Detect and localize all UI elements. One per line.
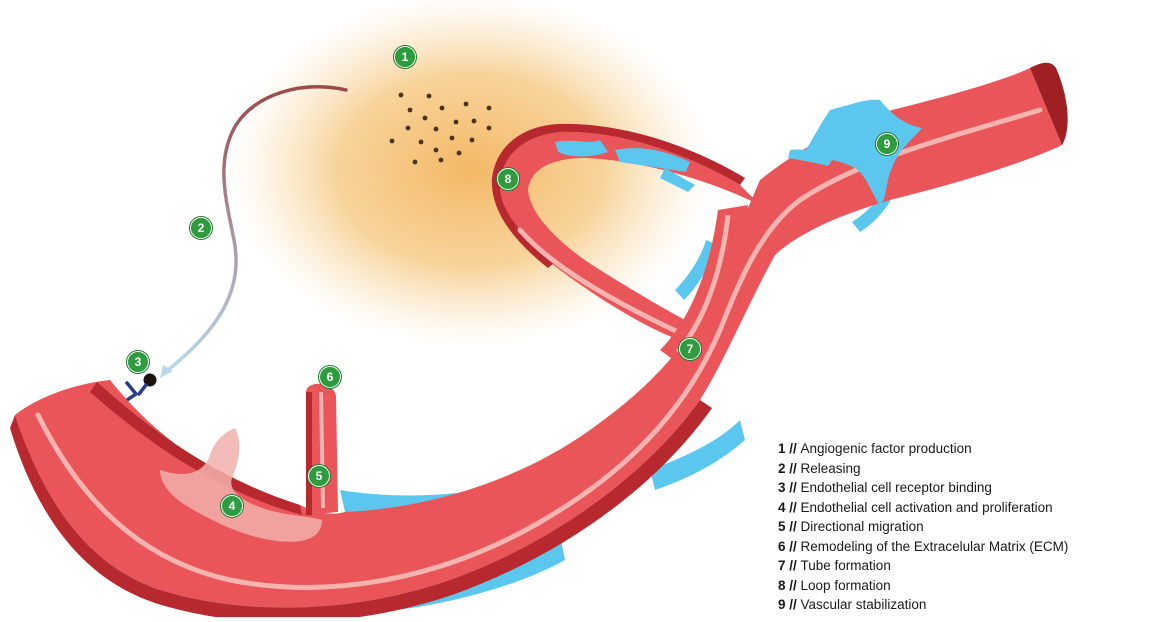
- marker-1: 1: [394, 46, 416, 68]
- legend-number: 3: [778, 480, 786, 495]
- marker-9: 9: [876, 133, 898, 155]
- legend-separator: //: [786, 597, 801, 612]
- legend-label: Angiogenic factor production: [801, 441, 972, 456]
- legend-item-4: 4 // Endothelial cell activation and pro…: [778, 498, 1146, 518]
- legend-label: Endothelial cell receptor binding: [801, 480, 992, 495]
- legend-number: 5: [778, 519, 786, 534]
- legend-separator: //: [786, 558, 801, 573]
- legend-item-3: 3 // Endothelial cell receptor binding: [778, 478, 1146, 498]
- marker-3: 3: [127, 351, 149, 373]
- legend-item-8: 8 // Loop formation: [778, 576, 1146, 596]
- legend-label: Vascular stabilization: [801, 597, 927, 612]
- legend-number: 2: [778, 461, 786, 476]
- legend-number: 8: [778, 578, 786, 593]
- legend-separator: //: [786, 578, 801, 593]
- legend-number: 7: [778, 558, 786, 573]
- marker-7: 7: [679, 338, 701, 360]
- legend-item-2: 2 // Releasing: [778, 459, 1146, 479]
- legend-item-9: 9 // Vascular stabilization: [778, 595, 1146, 615]
- marker-4: 4: [221, 495, 243, 517]
- legend-item-1: 1 // Angiogenic factor production: [778, 439, 1146, 459]
- legend-number: 6: [778, 539, 786, 554]
- legend: 1 // Angiogenic factor production 2 // R…: [778, 439, 1146, 615]
- legend-separator: //: [786, 500, 801, 515]
- legend-label: Tube formation: [801, 558, 891, 573]
- legend-separator: //: [786, 480, 801, 495]
- sprout-6-wall: [306, 392, 312, 515]
- legend-separator: //: [786, 441, 801, 456]
- legend-label: Directional migration: [801, 519, 924, 534]
- legend-item-7: 7 // Tube formation: [778, 556, 1146, 576]
- legend-separator: //: [786, 461, 801, 476]
- legend-item-6: 6 // Remodeling of the Extracelular Matr…: [778, 537, 1146, 557]
- marker-2: 2: [190, 217, 212, 239]
- legend-number: 4: [778, 500, 786, 515]
- marker-6: 6: [319, 366, 341, 388]
- legend-item-5: 5 // Directional migration: [778, 517, 1146, 537]
- legend-label: Loop formation: [801, 578, 891, 593]
- cell-receptor: [124, 383, 146, 402]
- legend-separator: //: [786, 539, 801, 554]
- sprout-6-lumen: [321, 392, 323, 508]
- legend-number: 1: [778, 441, 786, 456]
- legend-label: Remodeling of the Extracelular Matrix (E…: [801, 539, 1069, 554]
- marker-8: 8: [497, 168, 519, 190]
- marker-5: 5: [308, 465, 330, 487]
- legend-separator: //: [786, 519, 801, 534]
- legend-label: Releasing: [801, 461, 861, 476]
- legend-label: Endothelial cell activation and prolifer…: [801, 500, 1053, 515]
- legend-number: 9: [778, 597, 786, 612]
